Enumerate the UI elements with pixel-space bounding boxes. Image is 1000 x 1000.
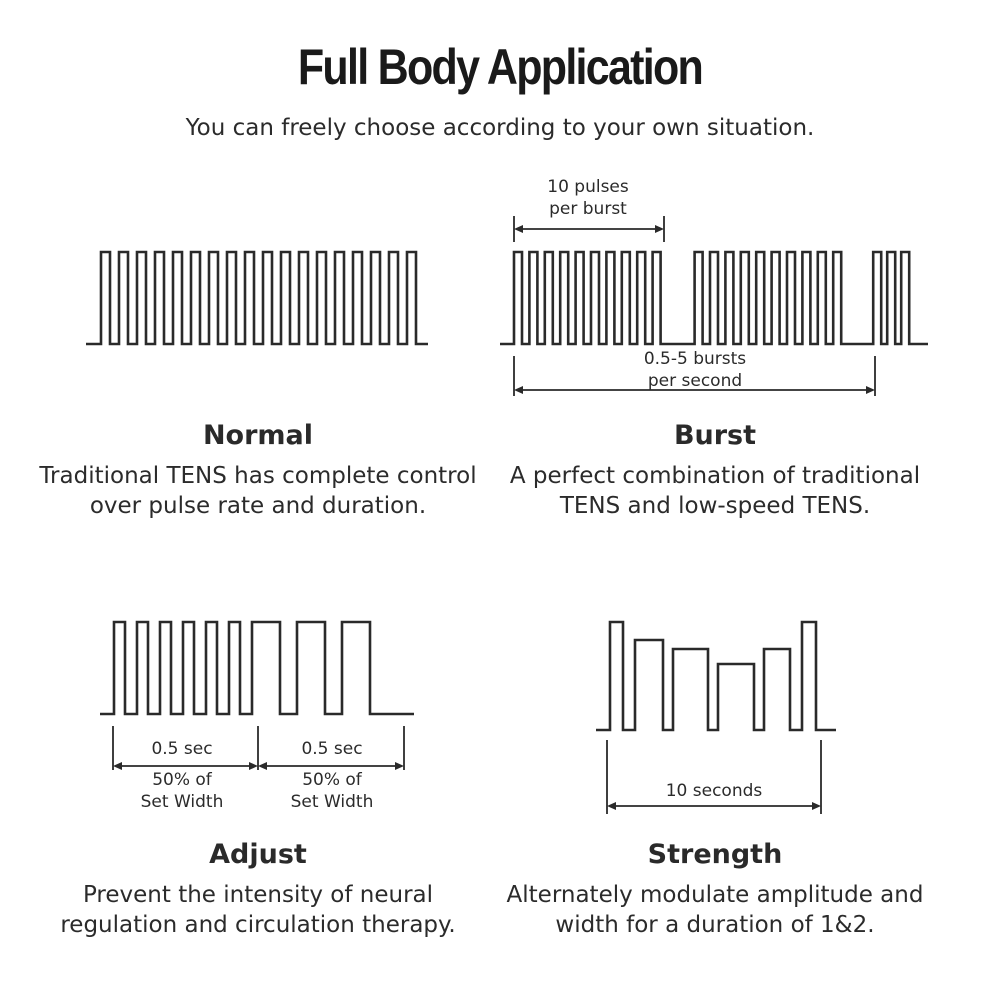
burst-waveform bbox=[500, 250, 928, 346]
adjust-dimensions bbox=[112, 726, 405, 770]
burst-pulses-label: 10 pulses per burst bbox=[547, 177, 629, 219]
adjust-time-label-1: 0.5 sec bbox=[151, 739, 213, 759]
burst-pulses-dimension bbox=[513, 216, 665, 242]
mode-name-normal: Normal bbox=[202, 420, 314, 451]
mode-desc-adjust: Prevent the intensity of neural regulati… bbox=[60, 882, 456, 938]
burst-rate-label: 0.5-5 bursts per second bbox=[643, 349, 747, 391]
mode-desc-normal: Traditional TENS has complete control ov… bbox=[39, 463, 477, 519]
mode-name-strength: Strength bbox=[647, 839, 783, 870]
adjust-width-label-2: 50% of Set Width bbox=[290, 770, 374, 812]
strength-duration-label: 10 seconds bbox=[665, 781, 763, 801]
adjust-width-label-1: 50% of Set Width bbox=[140, 770, 224, 812]
mode-desc-burst: A perfect combination of traditional TEN… bbox=[509, 463, 921, 519]
page-title: Full Body Application bbox=[297, 39, 704, 95]
normal-waveform bbox=[86, 250, 428, 346]
adjust-time-label-2: 0.5 sec bbox=[301, 739, 363, 759]
mode-desc-strength: Alternately modulate amplitude and width… bbox=[506, 882, 924, 938]
strength-waveform bbox=[596, 620, 836, 732]
adjust-waveform bbox=[100, 620, 414, 716]
mode-name-adjust: Adjust bbox=[209, 839, 307, 870]
page-subtitle: You can freely choose according to your … bbox=[185, 115, 815, 141]
strength-duration-dimension bbox=[606, 740, 822, 814]
mode-name-burst: Burst bbox=[673, 420, 757, 451]
burst-rate-dimension bbox=[513, 356, 876, 396]
